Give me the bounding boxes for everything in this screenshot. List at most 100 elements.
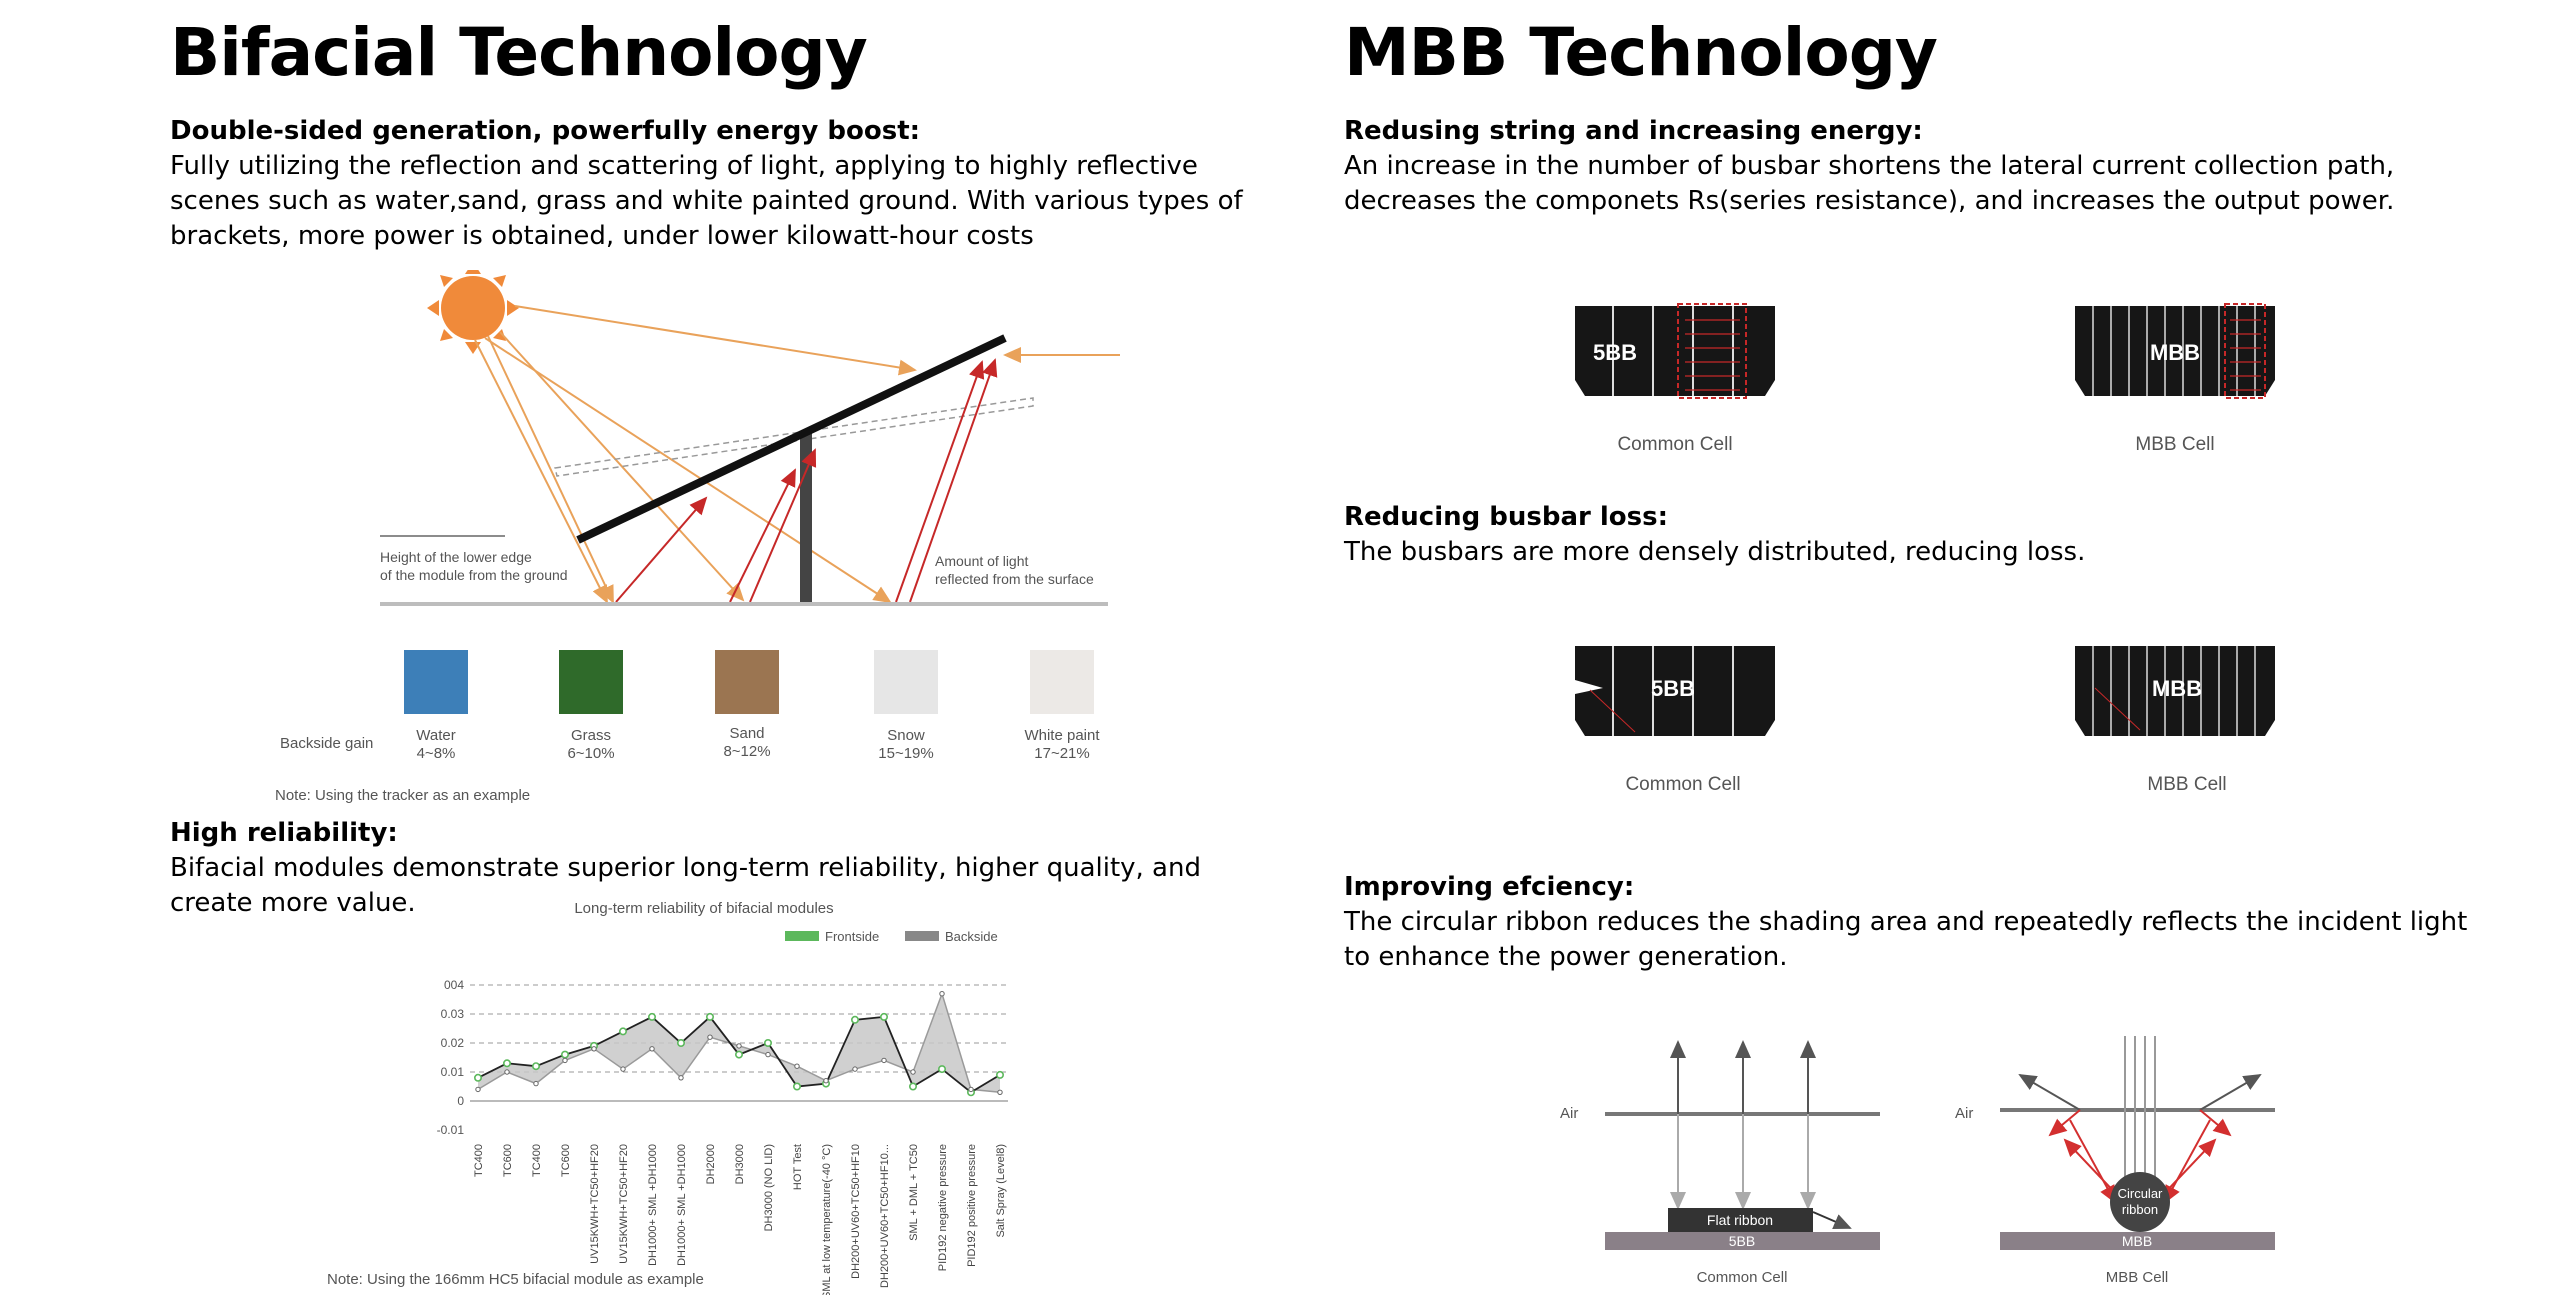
x-category-label: SML at low temperature(-40 °C) — [821, 1144, 833, 1295]
cell-label-5bb: 5BB — [1651, 676, 1695, 701]
high-reliability-body: Bifacial modules demonstrate superior lo… — [170, 853, 1201, 918]
data-point-backside — [881, 1057, 887, 1064]
data-point-backside — [939, 991, 945, 997]
surface-gain: 15~19% — [878, 745, 933, 762]
mbb-title: MBB Technology — [1344, 14, 1938, 91]
x-category-label: DH3000 — [734, 1144, 746, 1184]
legend-swatch — [785, 931, 819, 941]
data-point-frontside — [763, 1039, 772, 1048]
mbb-cell-2: MBB MBB Cell — [2075, 646, 2275, 795]
x-category-label: DH3000 (NO LID) — [763, 1144, 775, 1231]
double-sided-body: Fully utilizing the reflection and scatt… — [170, 151, 1243, 251]
data-point-backside — [678, 1075, 684, 1081]
surface-gain: 6~10% — [567, 745, 614, 762]
reducing-string-heading: Redusing string and increasing energy: — [1344, 116, 1923, 146]
x-category-label: PID192 negative pressure — [937, 1144, 949, 1271]
sand-swatch — [715, 650, 779, 714]
data-point-frontside — [850, 1015, 859, 1024]
snow-swatch — [874, 650, 938, 714]
y-tick-label: 0.03 — [441, 1007, 465, 1021]
circular-ribbon-label-1: Circular — [2118, 1186, 2163, 1201]
common-cell-caption: Common Cell — [1625, 774, 1740, 795]
data-point-backside — [765, 1051, 771, 1058]
data-point-backside — [649, 1046, 655, 1052]
data-point-frontside — [908, 1082, 917, 1091]
bifacial-title: Bifacial Technology — [170, 14, 868, 91]
data-point-frontside — [879, 1012, 888, 1021]
sun-icon — [427, 270, 519, 354]
white-paint-swatch — [1030, 650, 1094, 714]
x-category-label: SML + DML + TC50 — [908, 1144, 920, 1241]
data-point-backside — [591, 1046, 597, 1052]
data-point-frontside — [705, 1012, 714, 1021]
x-category-label: TC400 — [473, 1144, 485, 1177]
data-point-backside — [504, 1069, 510, 1075]
data-point-backside — [475, 1086, 481, 1093]
surface-name: Sand — [729, 725, 764, 742]
air-label: Air — [1955, 1105, 1973, 1122]
tracker-note: Note: Using the tracker as an example — [275, 787, 530, 804]
surface-name: Grass — [571, 727, 611, 744]
y-tick-label: 0.01 — [441, 1065, 465, 1079]
data-point-frontside — [532, 1062, 541, 1071]
data-point-frontside — [734, 1050, 743, 1059]
y-tick-label: 004 — [444, 978, 464, 992]
circular-ribbon — [2110, 1172, 2170, 1232]
cell-label-5bb: 5BB — [1593, 340, 1637, 365]
y-tick-label: 0.02 — [441, 1036, 465, 1050]
data-point-frontside — [561, 1050, 570, 1059]
data-point-frontside — [937, 1065, 946, 1074]
mbb-cell-caption: MBB Cell — [2147, 774, 2226, 795]
data-point-frontside — [647, 1012, 656, 1021]
bifacial-diagram: Height of the lower edge of the module f… — [275, 270, 1120, 804]
data-point-backside — [997, 1089, 1003, 1096]
y-tick-label: -0.01 — [437, 1123, 465, 1137]
surface-gain: 4~8% — [417, 745, 456, 762]
data-point-backside — [736, 1043, 742, 1049]
surface-name: Snow — [887, 727, 925, 744]
data-point-backside — [852, 1066, 858, 1072]
x-category-label: UV15KWH+TC50+HF20 — [589, 1144, 601, 1264]
legend-swatch — [905, 931, 939, 941]
common-cell-5bb: 5BB Common Cell — [1575, 303, 1775, 455]
data-point-backside — [620, 1066, 626, 1072]
data-point-backside — [707, 1034, 713, 1040]
data-point-backside — [562, 1057, 568, 1064]
x-category-label: PID192 positive pressure — [966, 1144, 978, 1267]
cell-label-5bb: 5BB — [1729, 1233, 1755, 1249]
reliability-chart: Long-term reliability of bifacial module… — [437, 900, 1008, 1295]
flat-ribbon-label: Flat ribbon — [1707, 1212, 1773, 1228]
data-point-frontside — [474, 1073, 483, 1082]
cell-label-mbb: MBB — [2152, 676, 2202, 701]
improving-efficiency-body: The circular ribbon reduces the shading … — [1344, 907, 2468, 972]
data-point-frontside — [503, 1059, 512, 1068]
mbb-cell-caption: MBB Cell — [2106, 1269, 2169, 1286]
surface-name: White paint — [1024, 727, 1100, 744]
x-category-label: DH200+UV60+TC50+HF10 — [850, 1144, 862, 1279]
flat-ribbon — [1668, 1208, 1813, 1232]
x-category-label: DH1000+ SML +DH1000 — [647, 1144, 659, 1266]
x-category-label: UV15KWH+TC50+HF20 — [618, 1144, 630, 1264]
x-category-label: TC600 — [502, 1144, 514, 1177]
surface-gain: 17~21% — [1034, 745, 1089, 762]
common-cell-caption: Common Cell — [1697, 1269, 1788, 1286]
circular-ribbon-label-2: ribbon — [2122, 1202, 2158, 1217]
water-swatch — [404, 650, 468, 714]
reducing-string-body: An increase in the number of busbar shor… — [1344, 151, 2395, 216]
backside-gain-label: Backside gain — [280, 735, 373, 752]
x-category-label: DH1000+ SML +DH1000 — [676, 1144, 688, 1266]
ribbon-diagram: Air Flat ribbon 5BB Common Cell Air Circ… — [1560, 1036, 2275, 1286]
mbb-cell-caption: MBB Cell — [2135, 434, 2214, 455]
x-category-label: DH200+UV60+TC50+HF10... — [879, 1144, 891, 1288]
height-label-2: of the module from the ground — [380, 567, 568, 583]
x-category-label: HOT Test — [792, 1144, 804, 1190]
data-point-frontside — [618, 1027, 627, 1036]
reflect-label-2: reflected from the surface — [935, 571, 1094, 587]
surface-gain: 8~12% — [723, 743, 770, 760]
data-point-backside — [910, 1069, 916, 1075]
x-category-label: TC400 — [531, 1144, 543, 1177]
air-label: Air — [1560, 1105, 1578, 1122]
high-reliability-heading: High reliability: — [170, 818, 398, 848]
data-point-backside — [794, 1063, 800, 1069]
common-cell-5bb-2: 5BB Common Cell — [1575, 646, 1775, 795]
